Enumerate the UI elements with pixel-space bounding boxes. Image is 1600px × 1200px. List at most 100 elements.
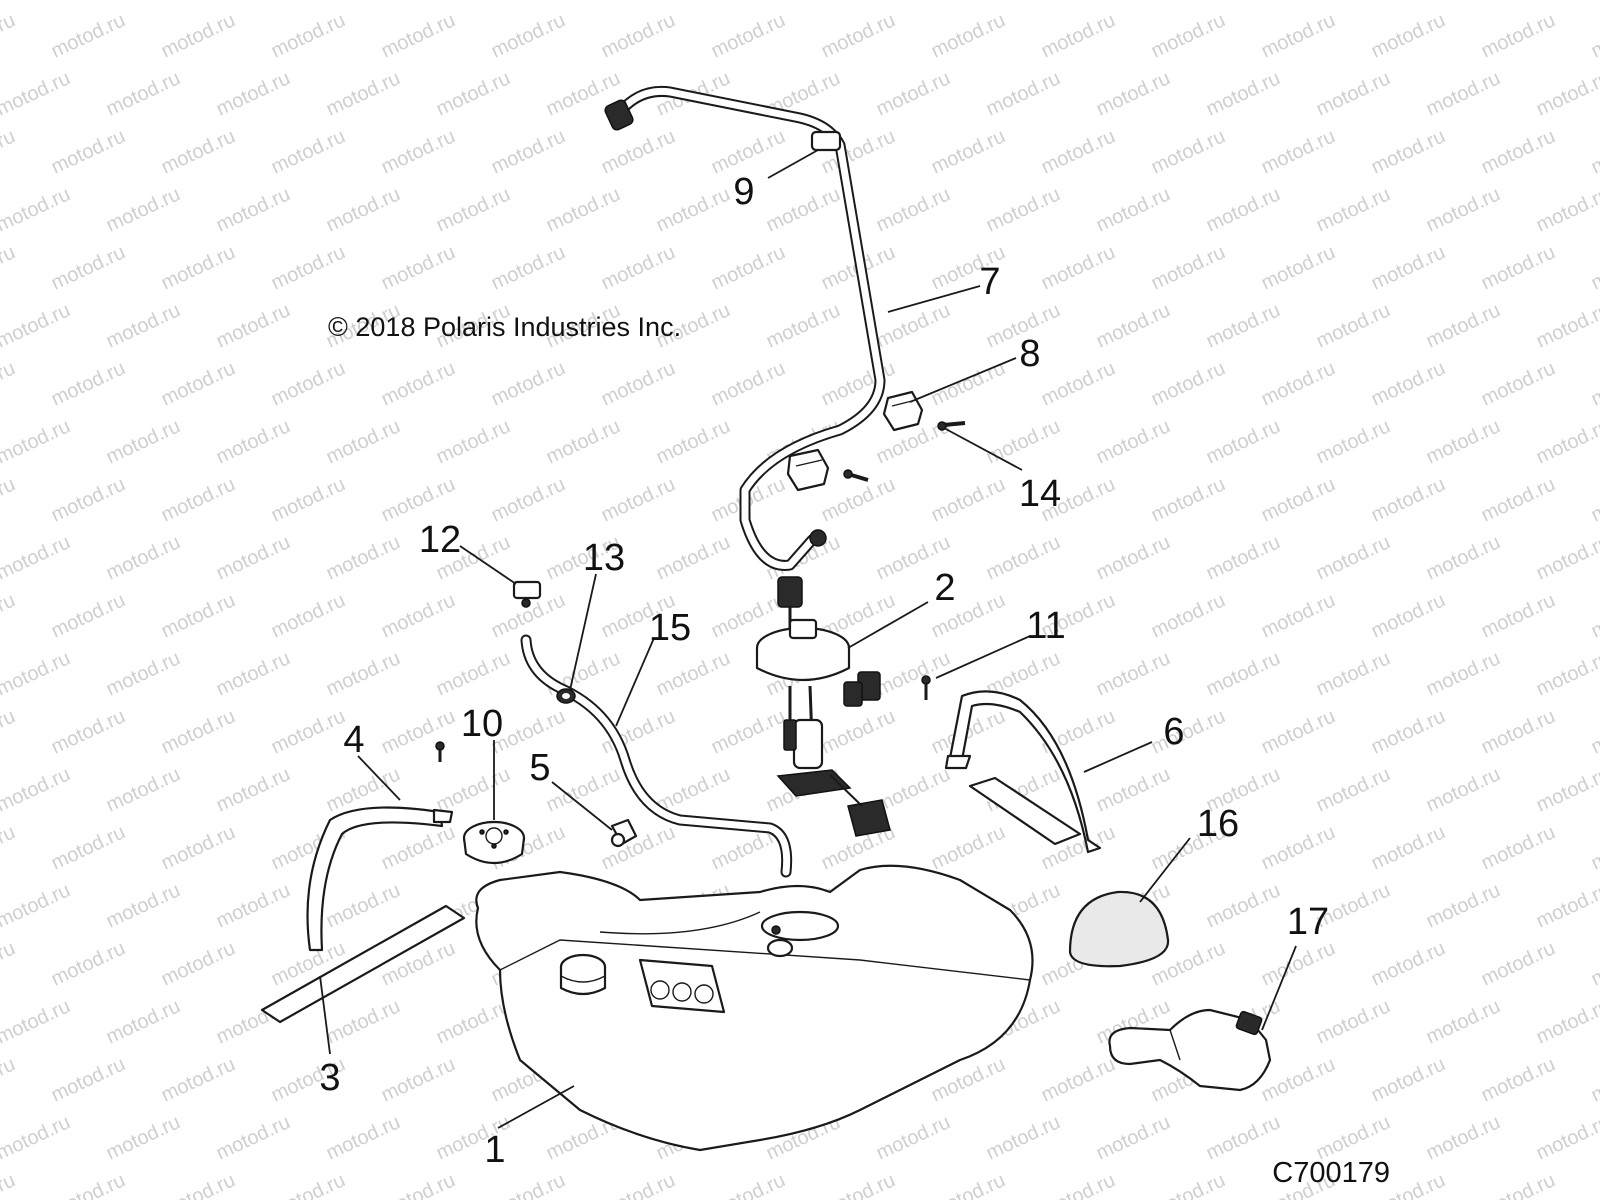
part-14-screw[interactable] [937,421,966,431]
watermark-text: motod.ru [1203,415,1284,468]
watermark-text: motod.ru [1478,821,1559,874]
watermark-text: motod.ru [158,1169,239,1200]
watermark-text: motod.ru [378,241,459,294]
watermark-text: motod.ru [103,299,184,352]
watermark-text: motod.ru [0,415,74,468]
part-6-strap-pad[interactable] [968,776,1082,846]
watermark-text: motod.ru [0,589,19,642]
part-10-fuel-cap[interactable] [462,820,526,865]
watermark-text: motod.ru [103,879,184,932]
part-16-dome-cap[interactable] [1068,890,1170,968]
part-4-tank-strap[interactable] [306,741,454,952]
watermark-text: motod.ru [1478,241,1559,294]
watermark-text: motod.ru [1588,241,1600,294]
watermark-text: motod.ru [818,1169,899,1200]
watermark-text: motod.ru [1423,1111,1504,1164]
watermark-text: motod.ru [323,1111,404,1164]
watermark-text: motod.ru [1588,1169,1600,1200]
watermark-text: motod.ru [268,241,349,294]
watermark-text: motod.ru [0,357,19,410]
watermark-text: motod.ru [48,937,129,990]
watermark-text: motod.ru [983,415,1064,468]
watermark-text: motod.ru [378,589,459,642]
watermark-text: motod.ru [543,0,624,5]
part-15-hose[interactable] [520,634,793,878]
watermark-text: motod.ru [0,473,19,526]
watermark-text: motod.ru [1368,241,1449,294]
watermark-text: motod.ru [1148,125,1229,178]
watermark-text: motod.ru [323,415,404,468]
watermark-text: motod.ru [1313,183,1394,236]
watermark-text: motod.ru [708,9,789,62]
part-17-sensor[interactable] [1108,1008,1272,1092]
watermark-text: motod.ru [488,357,569,410]
watermark-text: motod.ru [1588,357,1600,410]
watermark-text: motod.ru [873,299,954,352]
watermark-text: motod.ru [1093,531,1174,584]
watermark-text: motod.ru [48,705,129,758]
watermark-text: motod.ru [323,995,404,1048]
watermark-text: motod.ru [433,67,514,120]
watermark-text: motod.ru [598,241,679,294]
watermark-text: motod.ru [158,241,239,294]
watermark-text: motod.ru [0,995,74,1048]
watermark-text: motod.ru [1203,299,1284,352]
watermark-text: motod.ru [928,9,1009,62]
watermark-text: motod.ru [213,763,294,816]
watermark-text: motod.ru [1423,763,1504,816]
part-14-screw-lower[interactable] [843,469,869,482]
callout-1: 1 [484,1129,505,1171]
callout-7: 7 [979,261,1000,303]
part-5-valve[interactable] [610,818,638,848]
watermark-text: motod.ru [1588,125,1600,178]
watermark-text: motod.ru [1533,879,1600,932]
watermark-text: motod.ru [598,9,679,62]
watermark-text: motod.ru [1423,995,1504,1048]
part-1-fuel-tank[interactable] [475,864,1034,1152]
part-13-hose-clamp[interactable] [556,688,576,704]
watermark-text: motod.ru [1478,589,1559,642]
watermark-text: motod.ru [158,125,239,178]
watermark-text: motod.ru [1368,589,1449,642]
part-8-clamp[interactable] [882,390,924,432]
watermark-text: motod.ru [1313,763,1394,816]
watermark-text: motod.ru [158,705,239,758]
watermark-text: motod.ru [103,1111,184,1164]
watermark-text: motod.ru [1533,1111,1600,1164]
callout-15: 15 [649,607,691,649]
watermark-text: motod.ru [103,763,184,816]
watermark-text: motod.ru [0,647,74,700]
watermark-text: motod.ru [433,763,514,816]
watermark-text: motod.ru [708,357,789,410]
watermark-text: motod.ru [1258,125,1339,178]
part-6-tank-strap[interactable] [944,690,1102,854]
watermark-text: motod.ru [1313,647,1394,700]
watermark-text: motod.ru [378,357,459,410]
watermark-text: motod.ru [543,763,624,816]
part-9-clip[interactable] [810,130,842,152]
watermark-text: motod.ru [378,705,459,758]
leader-lines [319,149,1297,1129]
watermark-text: motod.ru [48,241,129,294]
part-7-fuel-line[interactable] [604,85,886,571]
watermark-text: motod.ru [1093,763,1174,816]
part-8-clamp-lower[interactable] [786,448,830,547]
watermark-text: motod.ru [1368,937,1449,990]
watermark-text: motod.ru [1588,705,1600,758]
part-3-strap-pad[interactable] [260,904,466,1024]
watermark-text: motod.ru [1148,241,1229,294]
part-11-bolt[interactable] [921,675,931,700]
callout-3: 3 [319,1057,340,1099]
part-2-fuel-pump-assembly[interactable] [755,576,891,837]
tank-pump-opening [760,910,840,942]
watermark-text: motod.ru [1148,1169,1229,1200]
watermark-text: motod.ru [1203,879,1284,932]
watermark-text: motod.ru [1533,67,1600,120]
part-12-bracket[interactable] [512,580,542,608]
watermark-text: motod.ru [543,647,624,700]
watermark-text: motod.ru [1478,1169,1559,1200]
watermark-text: motod.ru [708,1169,789,1200]
watermark-text: motod.ru [708,241,789,294]
watermark-text: motod.ru [1313,531,1394,584]
watermark-text: motod.ru [323,879,404,932]
